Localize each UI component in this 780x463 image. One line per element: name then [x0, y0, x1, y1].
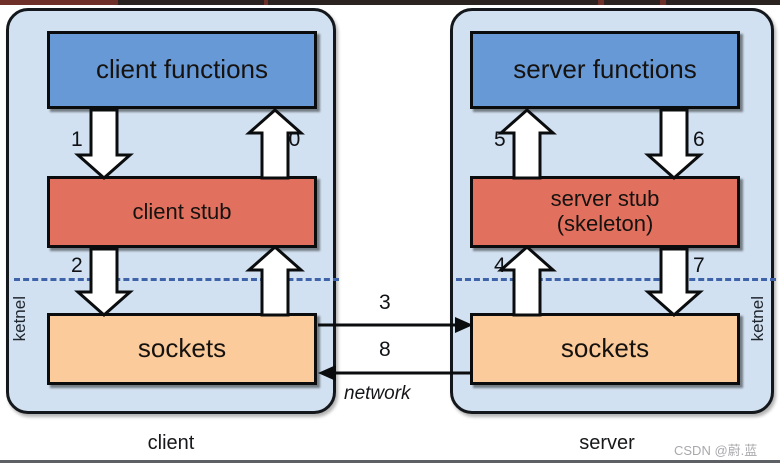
server-stub-label-line2: (skeleton) [556, 211, 654, 236]
step-3-label: 3 [379, 291, 391, 314]
server-sockets-box: sockets [470, 313, 740, 385]
client-caption: client [147, 432, 195, 454]
step-1-label: 1 [71, 128, 83, 151]
server-sockets-label: sockets [560, 333, 650, 364]
client-functions-label: client functions [96, 54, 268, 85]
server-functions-box: server functions [470, 31, 740, 109]
top-crop-segment [604, 0, 660, 5]
step-7-label: 7 [693, 254, 705, 277]
top-crop-segment [268, 0, 598, 5]
step-2-label: 2 [71, 254, 83, 277]
step-5-label: 5 [494, 128, 506, 151]
client-sockets-box: sockets [47, 313, 317, 385]
server-functions-label: server functions [513, 54, 697, 85]
step-6-label: 6 [693, 128, 705, 151]
server-caption: server [579, 432, 635, 454]
top-crop-segment [666, 0, 780, 5]
client-functions-box: client functions [47, 31, 317, 109]
client-kernel-label: ketnel [10, 296, 29, 342]
csdn-watermark: CSDN @蔚.蓝 [674, 443, 758, 458]
server-stub-label-line1: server stub [550, 186, 660, 212]
step-4-label: 4 [494, 254, 506, 277]
network-label: network [344, 383, 411, 404]
client-stub-label: client stub [132, 198, 232, 224]
client-kernel-boundary-dashed-line [14, 278, 339, 281]
client-stub-box: client stub [47, 176, 317, 248]
step-9-label: 9 [277, 254, 289, 277]
server-kernel-boundary-dashed-line [456, 278, 776, 281]
client-sockets-label: sockets [137, 333, 227, 364]
step-10-label: 10 [277, 128, 301, 151]
step-8-label: 8 [379, 338, 391, 361]
top-crop-segment [118, 0, 264, 5]
server-kernel-label: ketnel [748, 296, 767, 342]
server-stub-box: server stub (skeleton) [470, 176, 740, 248]
bottom-divider-rule [0, 460, 780, 463]
